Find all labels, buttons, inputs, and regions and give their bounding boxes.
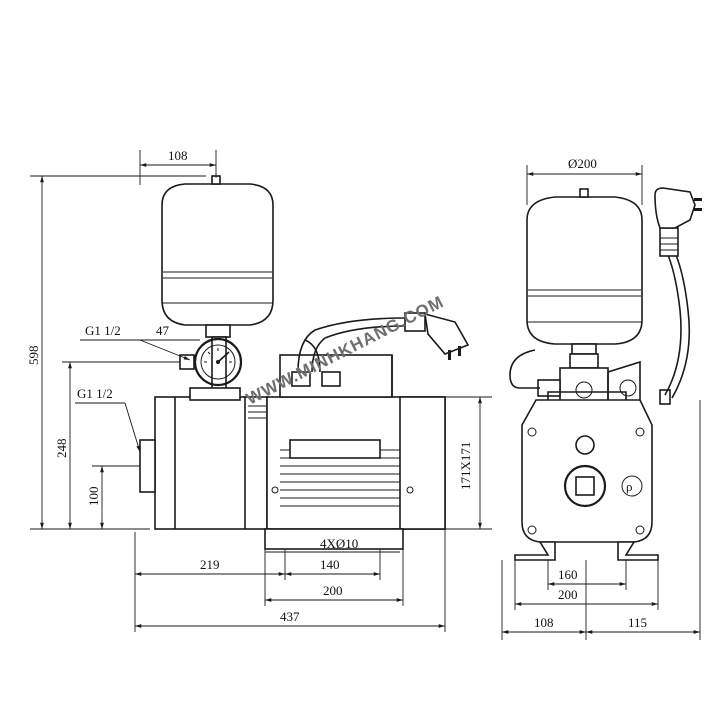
dim-base-width-front: 200 xyxy=(558,587,578,602)
dim-base-hole-spacing-front: 160 xyxy=(558,567,578,582)
dim-outlet-offset: 47 xyxy=(156,323,170,338)
side-view-motor xyxy=(264,354,446,550)
side-view-pump-head xyxy=(139,387,268,530)
front-view-pump: ρ xyxy=(509,187,702,561)
dim-tank-width: 108 xyxy=(168,148,188,163)
dim-motor-section: 171X171 xyxy=(458,442,473,490)
side-view-pump xyxy=(139,175,470,550)
front-view-base xyxy=(514,541,659,561)
front-view-pump-body: ρ xyxy=(521,391,653,543)
dim-inlet-to-base: 219 xyxy=(200,557,220,572)
brand-mark: ρ xyxy=(626,479,633,494)
dim-inlet-height: 248 xyxy=(54,439,69,459)
dim-right-offset-front: 115 xyxy=(628,615,647,630)
front-view-power-cable xyxy=(654,187,702,399)
dim-left-offset-front: 108 xyxy=(534,615,554,630)
side-view-dimensions: 108 G1 1/2 47 G1 1/2 598 248 100 171X171… xyxy=(26,148,492,632)
dim-inlet-thread: G1 1/2 xyxy=(77,386,113,401)
front-view-pressure-tank xyxy=(526,188,643,355)
side-view-power-cable xyxy=(297,312,470,373)
dim-mounting-holes: 4XØ10 xyxy=(320,536,358,551)
dim-total-height: 598 xyxy=(26,346,41,366)
dim-base-hole-spacing: 140 xyxy=(320,557,340,572)
pressure-gauge xyxy=(179,337,243,387)
dim-base-length: 200 xyxy=(323,583,343,598)
dim-inlet-axis-height: 100 xyxy=(86,487,101,507)
dim-outlet-thread: G1 1/2 xyxy=(85,323,121,338)
dim-tank-diameter: Ø200 xyxy=(568,156,597,171)
dim-total-length: 437 xyxy=(280,609,300,624)
front-view-dimensions: Ø200 160 200 108 115 xyxy=(501,156,701,640)
